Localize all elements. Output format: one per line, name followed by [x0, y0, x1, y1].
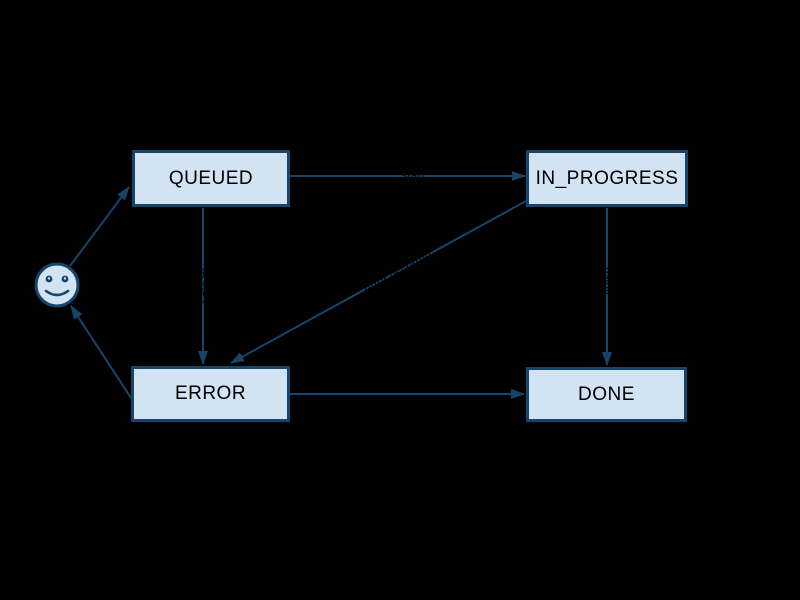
edge-error-to-start — [70, 305, 132, 399]
node-done: DONE — [526, 367, 687, 422]
node-queued: QUEUED — [132, 150, 290, 207]
smiley-face-icon — [34, 262, 80, 308]
node-in-progress: IN_PROGRESS — [526, 150, 688, 207]
edge-inprogress-to-error — [230, 200, 527, 364]
node-error: ERROR — [131, 366, 290, 422]
edge-start-to-queued — [69, 186, 130, 267]
